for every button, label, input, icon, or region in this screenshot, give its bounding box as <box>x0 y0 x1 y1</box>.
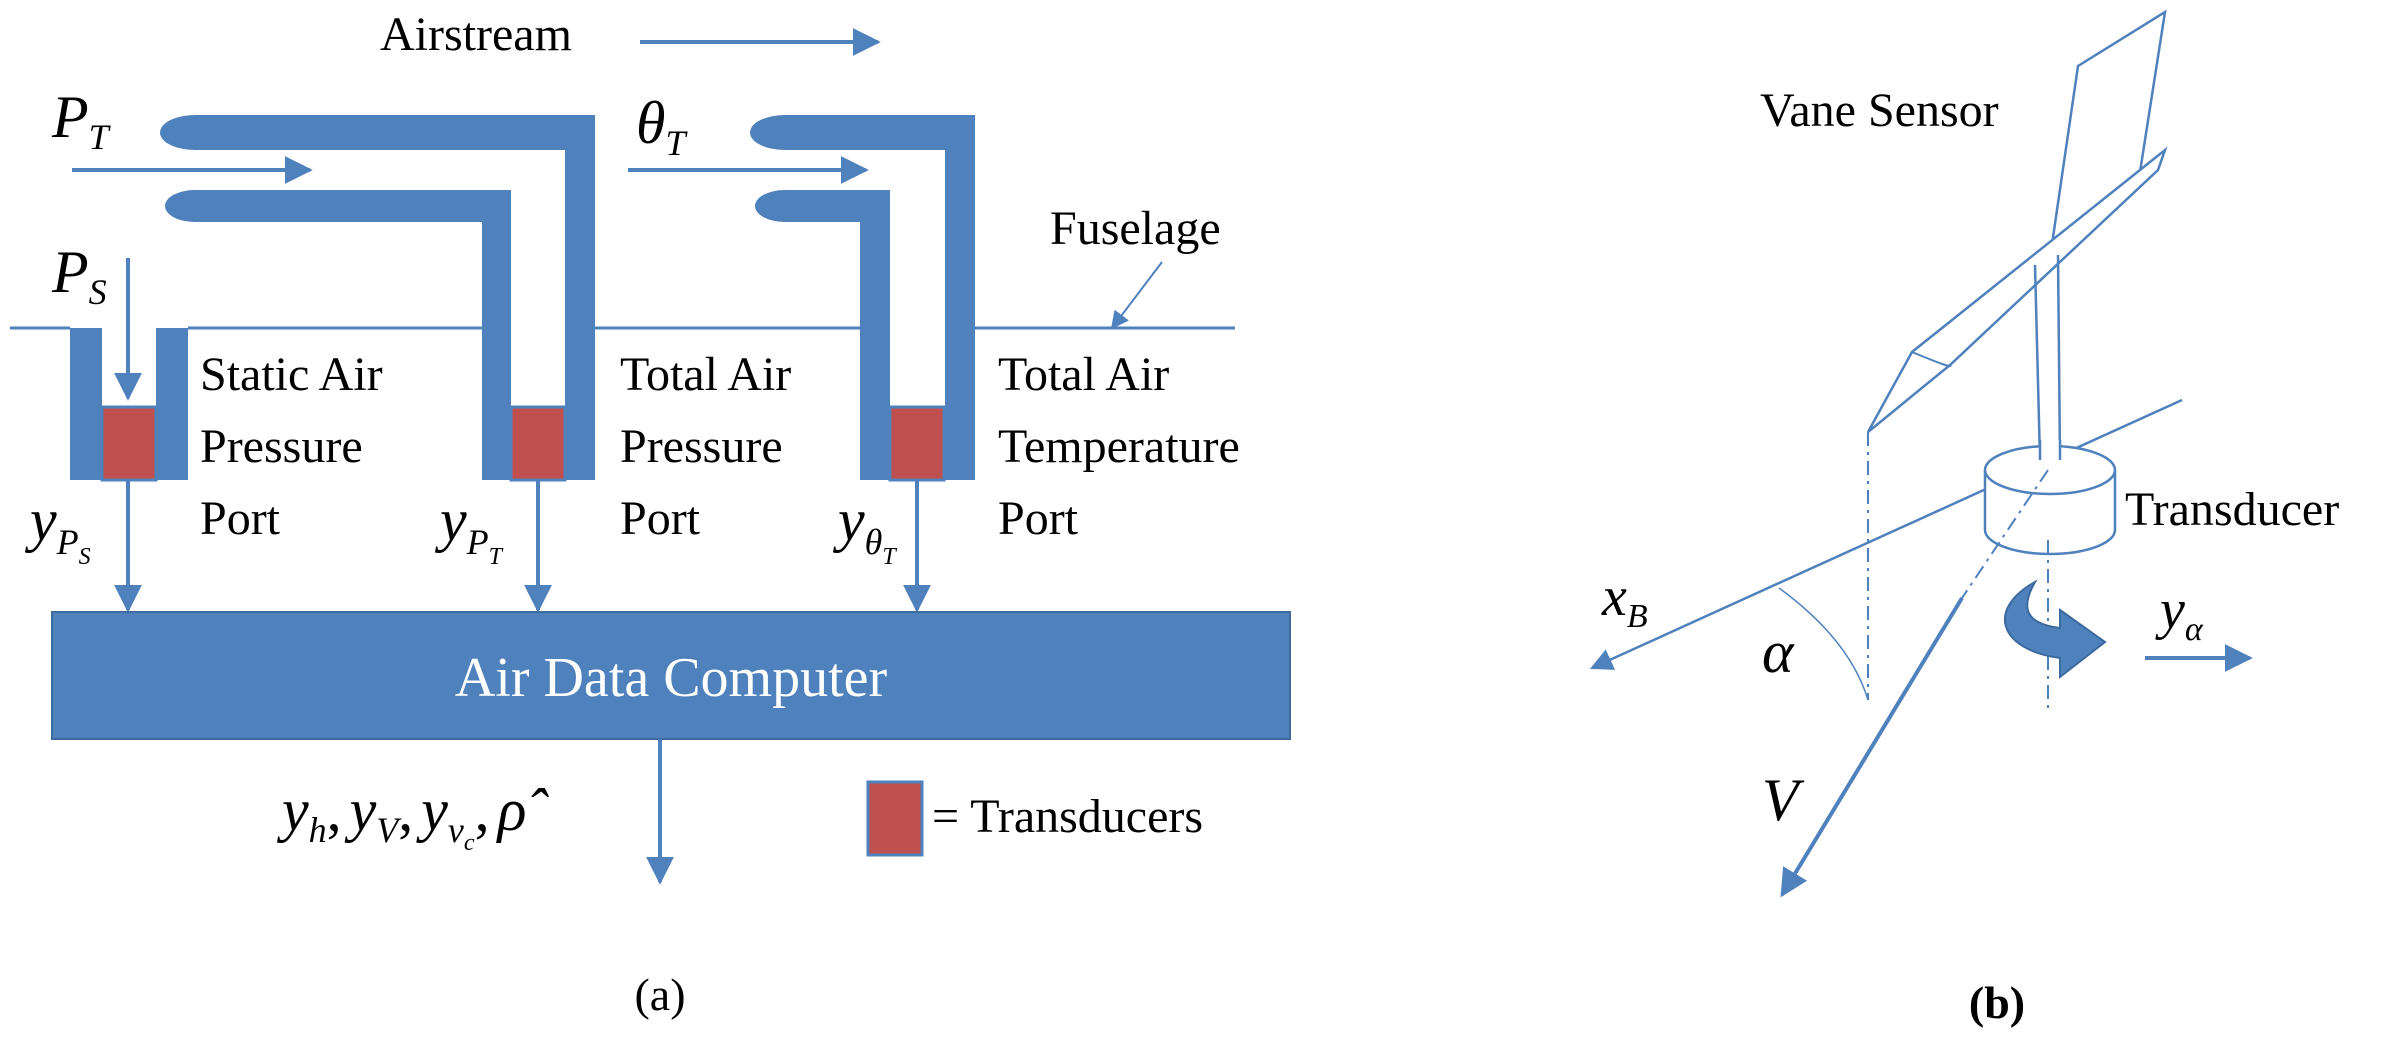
static-port-label-3: Port <box>200 492 281 545</box>
vane-sensor-label: Vane Sensor <box>1760 84 1999 137</box>
xb-label: xB <box>1601 566 1648 635</box>
velocity-label: V <box>1762 767 1805 833</box>
caption-b: (b) <box>1969 977 2025 1028</box>
fuselage-label: Fuselage <box>1050 202 1221 255</box>
caption-a: (a) <box>634 969 685 1020</box>
ythetat-label: yθT <box>832 487 897 570</box>
total-pressure-port-label-2: Pressure <box>620 420 783 473</box>
transducer-label: Transducer <box>2125 483 2339 536</box>
ypt-label: yPT <box>434 487 504 570</box>
alpha-arc <box>1778 587 1869 701</box>
air-data-computer <box>51 611 1291 740</box>
static-transducer <box>100 405 158 482</box>
panel-a: Airstream Fuselage PT PS <box>10 8 1291 1020</box>
vane-arm-curve <box>1911 351 1952 368</box>
rotation-arrow <box>2004 579 2107 680</box>
xb-axis <box>1589 398 2183 670</box>
yps-label: yPS <box>24 487 91 570</box>
total-pressure-transducer <box>509 405 567 482</box>
yalpha-label: yα <box>2155 579 2204 648</box>
velocity-projection <box>1961 469 2049 599</box>
ps-label: PS <box>51 239 107 312</box>
legend-transducer-label: = Transducers <box>932 790 1203 843</box>
panel-b: Vane Sensor xB Transducer V α <box>1589 9 2339 1028</box>
alpha-label: α <box>1762 619 1795 685</box>
airstream-label: Airstream <box>380 8 572 61</box>
velocity-vector <box>1780 596 1964 898</box>
static-port-label-2: Pressure <box>200 420 363 473</box>
vane-transducer <box>1983 440 2117 556</box>
static-port-label-1: Static Air <box>200 348 383 401</box>
fuselage-pointer <box>1110 261 1163 330</box>
total-temperature-port-label-2: Temperature <box>998 420 1240 473</box>
total-temperature-tube <box>750 115 975 480</box>
static-port <box>70 328 188 480</box>
vane-shaft-right <box>2056 254 2062 461</box>
total-temperature-transducer <box>888 405 946 482</box>
vane-shaft-left <box>2033 264 2042 461</box>
thetat-label: θT <box>636 90 688 163</box>
total-pressure-port-label-1: Total Air <box>620 348 791 401</box>
vane-arm <box>1866 146 2168 433</box>
outputs-label: yh,yV,yvc,ρ̂ <box>276 777 549 856</box>
total-temperature-port-label-3: Port <box>998 492 1079 545</box>
total-pressure-port-label-3: Port <box>620 492 701 545</box>
vane-flag <box>2048 9 2167 262</box>
pt-label: PT <box>51 84 112 157</box>
total-temperature-port-label-1: Total Air <box>998 348 1169 401</box>
air-data-computer-label: Air Data Computer <box>455 647 888 709</box>
legend-transducer-swatch <box>866 780 924 857</box>
